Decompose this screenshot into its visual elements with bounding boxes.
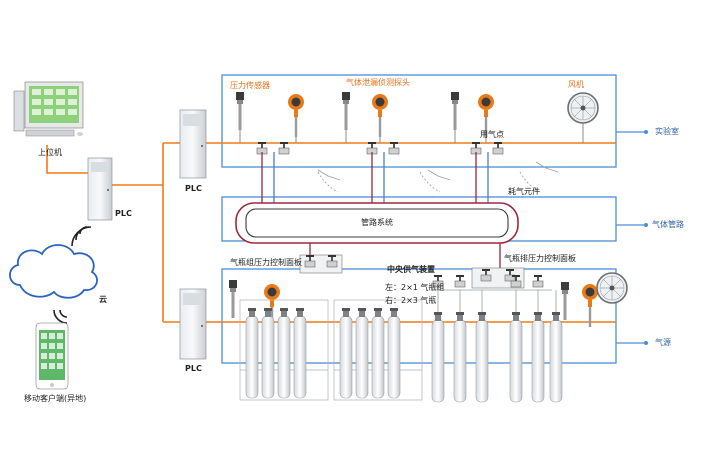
plc-label-bottom: PLC [185, 364, 202, 373]
gas-leak-probe-label: 气体泄漏侦测探头 [346, 78, 410, 87]
consumable-label: 耗气元件 [508, 187, 540, 196]
pipeline-system-label: 管路系统 [361, 218, 393, 227]
cylinder-group-panel-label: 气瓶组压力控制面板 [230, 258, 302, 267]
lab-zone-frame [221, 74, 617, 168]
pipeline-system-box [245, 208, 509, 238]
right-config-label: 右：2×3 气瓶 [385, 296, 437, 305]
central-supply-label: 中央供气装置 [387, 265, 435, 274]
plc-label-top: PLC [185, 184, 202, 193]
upper-computer-label: 上位机 [38, 148, 62, 157]
smartphone-icon [35, 322, 69, 390]
cylinder-row-panel-label: 气瓶排压力控制面板 [504, 254, 576, 263]
plc-cabinet-icon-top [179, 109, 207, 179]
wifi-icon-2 [53, 309, 68, 324]
source-zone-frame [221, 268, 617, 364]
fan-label: 风机 [568, 80, 584, 89]
usage-point-label: 用气点 [480, 130, 504, 139]
cloud-icon [9, 244, 98, 299]
zone-lab-label: 实验室 [655, 127, 679, 136]
zone-source-label: 气源 [655, 338, 671, 347]
wifi-icon [71, 226, 92, 247]
zone-pipeline-label: 气体管路 [652, 220, 684, 229]
computer-icon [13, 81, 84, 137]
plc-cabinet-icon [87, 157, 113, 221]
mobile-client-label: 移动客户端(异地) [24, 394, 87, 403]
pressure-sensor-label: 压力传感器 [230, 81, 270, 90]
fan-icon [567, 92, 599, 124]
left-config-label: 左：2×1 气瓶组 [385, 283, 445, 292]
control-wiring [46, 142, 616, 323]
plc-label-left: PLC [115, 209, 132, 218]
fan-icon-source [596, 272, 628, 304]
cloud-label: 云 [99, 295, 107, 304]
plc-cabinet-icon-bottom [179, 288, 207, 360]
